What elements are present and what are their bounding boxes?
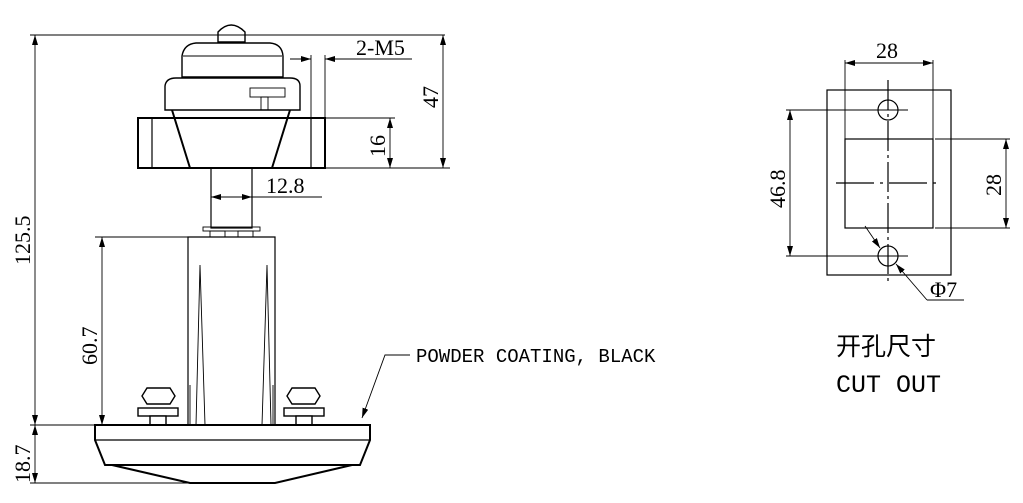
dim-column-height: 60.7 <box>77 327 102 366</box>
finish-note: POWDER COATING, BLACK <box>361 346 656 419</box>
dim-hole-diameter: Φ7 <box>930 277 957 302</box>
dim-shaft-diameter: 12.8 <box>266 173 305 198</box>
cutout-title-en: CUT OUT <box>836 371 941 400</box>
dim-cutout-width: 28 <box>876 38 898 63</box>
dim-base-height: 18.7 <box>10 445 35 484</box>
shaft <box>210 167 253 229</box>
side-dimensions: 125.5 18.7 60.7 47 16 12.8 2-M5 <box>10 34 450 484</box>
cutout-title-cn: 开孔尺寸 <box>836 332 936 361</box>
left-bolt <box>137 387 179 426</box>
dim-head-height: 47 <box>418 86 443 108</box>
side-view <box>94 24 371 484</box>
column <box>187 236 276 425</box>
dim-flange-height: 16 <box>365 135 390 157</box>
finish-note-text: POWDER COATING, BLACK <box>416 346 656 368</box>
cutout-view: 28 46.8 28 Φ7 开孔尺寸 CUT OUT <box>765 38 1010 400</box>
cutout-outline <box>826 89 952 276</box>
right-bolt <box>283 387 325 426</box>
dim-cutout-height: 28 <box>981 174 1006 196</box>
upper-housing <box>181 42 284 78</box>
dim-hole-spacing: 46.8 <box>765 170 790 209</box>
dim-total-height: 125.5 <box>10 216 35 266</box>
flange <box>137 117 326 169</box>
dim-thread: 2-M5 <box>356 35 405 60</box>
base-plate <box>94 424 371 466</box>
dome-cap <box>217 24 246 43</box>
lower-housing <box>164 77 301 111</box>
